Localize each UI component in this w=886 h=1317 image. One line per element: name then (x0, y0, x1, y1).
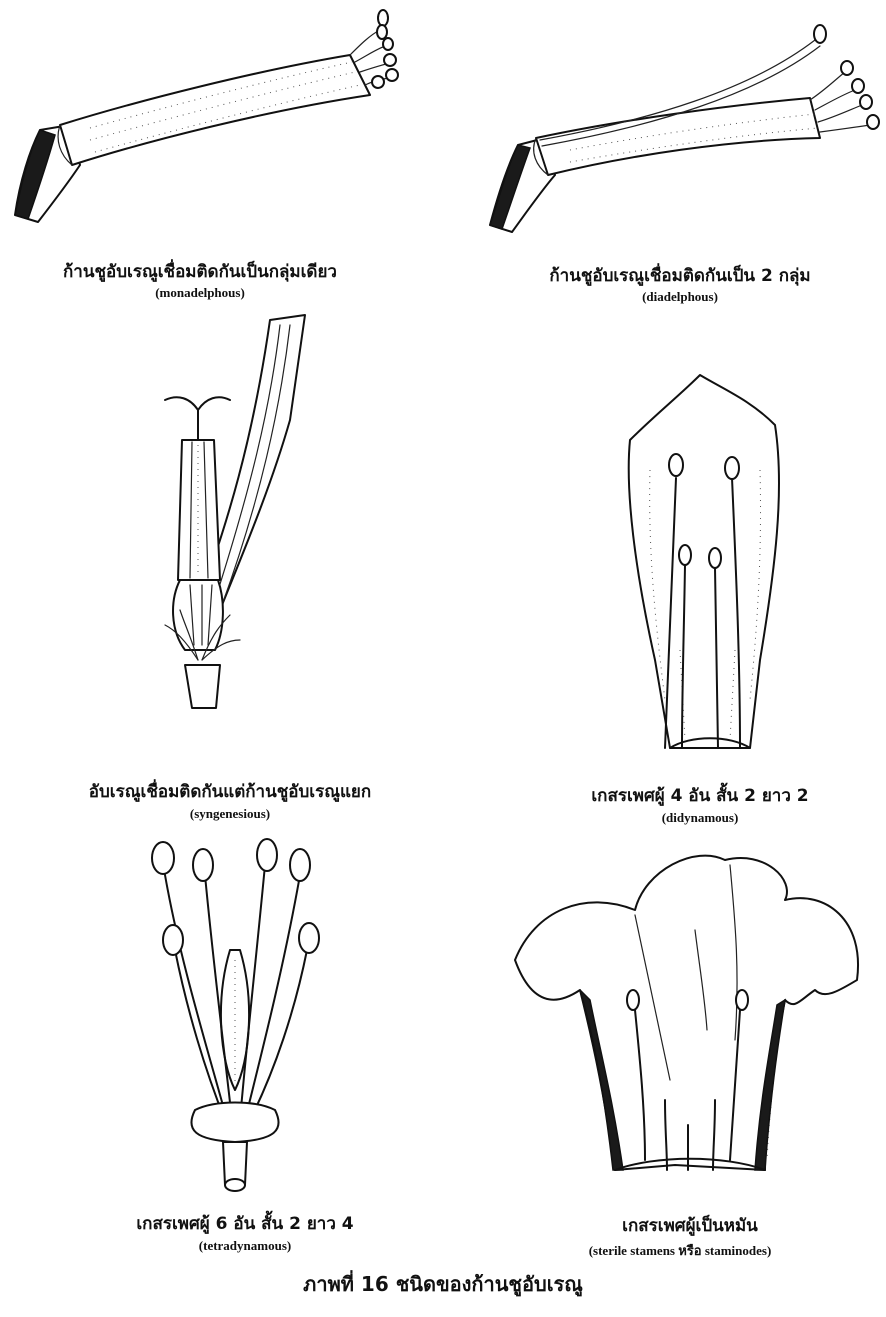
tetradynamous-caption-thai: เกสรเพศผู้ 6 อัน สั้น 2 ยาว 4 (75, 1210, 415, 1237)
figure-title: ภาพที่ 16 ชนิดของก้านชูอับเรณู (0, 1268, 886, 1300)
didynamous-illustration (610, 370, 810, 760)
tetradynamous-illustration (135, 830, 335, 1200)
syngenesious-caption-thai: อับเรณูเชื่อมติดกันแต่ก้านชูอับเรณูแยก (60, 778, 400, 805)
diadelphous-caption-thai: ก้านชูอับเรณูเชื่อมติดกันเป็น 2 กลุ่ม (510, 262, 850, 289)
didynamous-caption-thai: เกสรเพศผู้ 4 อัน สั้น 2 ยาว 2 (530, 782, 870, 809)
didynamous-caption-latin: (didynamous) (530, 810, 870, 826)
staminodes-caption-thai: เกสรเพศผู้เป็นหมัน (520, 1212, 860, 1239)
staminodes-caption-latin: (sterile stamens หรือ staminodes) (480, 1240, 880, 1261)
diadelphous-caption-latin: (diadelphous) (510, 289, 850, 305)
monadelphous-illustration (0, 0, 440, 240)
monadelphous-caption-thai: ก้านชูอับเรณูเชื่อมติดกันเป็นกลุ่มเดียว (30, 258, 370, 285)
staminodes-illustration (495, 840, 880, 1200)
syngenesious-illustration (140, 310, 320, 750)
monadelphous-caption-latin: (monadelphous) (30, 285, 370, 301)
tetradynamous-caption-latin: (tetradynamous) (75, 1238, 415, 1254)
diadelphous-illustration (470, 10, 886, 240)
syngenesious-caption-latin: (syngenesious) (60, 806, 400, 822)
